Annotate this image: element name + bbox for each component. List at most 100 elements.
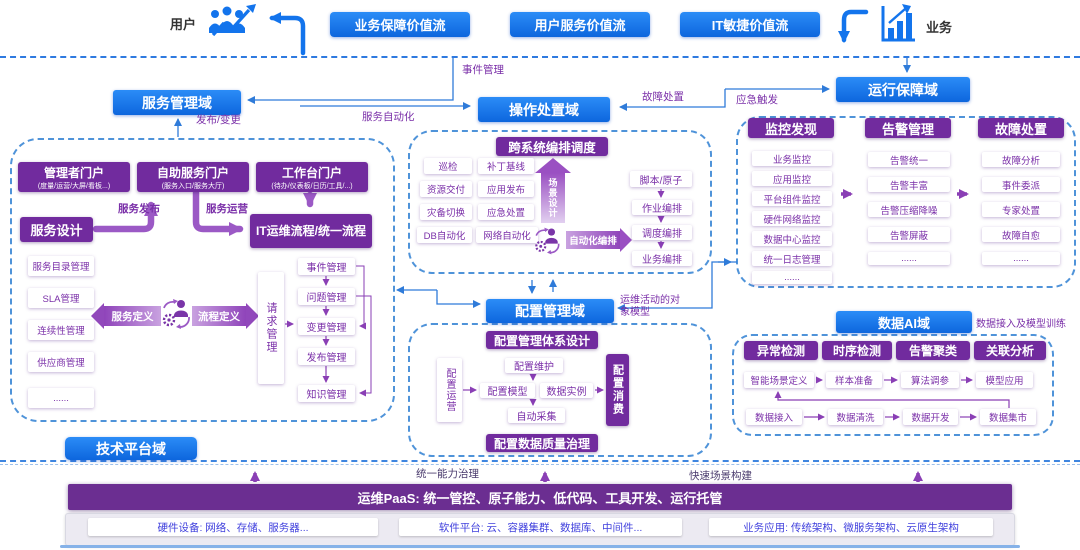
domain-tech-platform[interactable]: 技术平台域 <box>65 437 197 460</box>
dataai-header: 时序检测 <box>822 341 892 360</box>
portal-manager-title: 管理者门户 <box>43 166 104 180</box>
dataai-flow2-item: 数据集市 <box>980 409 1036 425</box>
config-panel <box>408 323 712 457</box>
orch-item: DB自动化 <box>417 227 472 243</box>
domain-config[interactable]: 配置管理域 <box>486 299 614 323</box>
orch-level: 业务编排 <box>632 251 692 266</box>
config-model-box: 配置模型 <box>480 383 535 398</box>
automation-gear-person-icon <box>535 227 560 255</box>
process-gear-person-icon <box>162 299 190 329</box>
value-stream-business[interactable]: 业务保障价值流 <box>330 12 470 37</box>
auto-orchestration-arrowhead <box>620 228 632 252</box>
fault-item: 故障自愈 <box>982 227 1060 242</box>
alarm-item: 告警压缩降噪 <box>868 202 950 217</box>
dataai-flow2-item: 数据开发 <box>903 409 958 425</box>
config-system-design: 配置管理体系设计 <box>486 331 598 349</box>
orch-item: 网络自动化 <box>476 227 538 243</box>
dataai-header: 关联分析 <box>974 341 1046 360</box>
dataai-header: 异常检测 <box>744 341 818 360</box>
domain-service-mgmt[interactable]: 服务管理域 <box>113 90 241 115</box>
domain-assurance[interactable]: 运行保障域 <box>836 77 970 102</box>
dataai-flow2-item: 数据清洗 <box>828 409 883 425</box>
portal-workbench-title: 工作台门户 <box>281 166 342 180</box>
platform-separator-line-2 <box>0 464 1080 465</box>
business-label: 业务 <box>926 20 953 35</box>
dataai-flow1-item: 模型应用 <box>976 372 1033 388</box>
fault-item: ...... <box>982 252 1060 265</box>
portal-manager[interactable]: 管理者门户 (度量/运营/大屏/看板...) <box>18 162 130 192</box>
assurance-panel <box>736 116 1076 288</box>
service-definition-arrowhead <box>91 303 104 329</box>
monitor-item: 应用监控 <box>752 171 832 186</box>
orch-item: 资源交付 <box>420 181 472 197</box>
orch-item: 灾备切换 <box>420 204 472 220</box>
monitor-item: 统一日志管理 <box>752 251 832 266</box>
assurance-col-monitor: 监控发现 <box>748 118 834 138</box>
request-mgmt-box: 请求管理 <box>258 272 284 384</box>
dataai-flow1-item: 算法调参 <box>901 372 959 388</box>
bottom-accent-strip <box>60 545 1020 548</box>
fault-item: 专家处置 <box>982 202 1060 217</box>
label-data-access-training: 数据接入及模型训练 <box>976 319 1066 330</box>
config-maintain-box: 配置维护 <box>505 358 563 373</box>
bar-chart-icon <box>881 4 915 42</box>
config-instance-box: 数据实例 <box>540 383 593 398</box>
alarm-item: 告警屏蔽 <box>868 227 950 242</box>
it-process-box: IT运维流程/统一流程 <box>250 214 372 248</box>
dataai-flow1-item: 样本准备 <box>826 372 882 388</box>
domain-data-ai[interactable]: 数据AI域 <box>836 311 972 333</box>
service-design-box: 服务设计 <box>20 217 93 242</box>
design-item: 连续性管理 <box>28 320 94 340</box>
data-ai-panel <box>732 334 1054 436</box>
monitor-item: 平台组件监控 <box>752 191 832 206</box>
config-quality-governance: 配置数据质量治理 <box>486 434 598 452</box>
alarm-item: 告警丰富 <box>868 177 950 192</box>
user-label: 用户 <box>170 17 197 32</box>
orch-level: 脚本/原子 <box>630 171 692 187</box>
orch-item: 补丁基线 <box>478 158 534 174</box>
design-item: ...... <box>28 388 94 408</box>
process-item: 问题管理 <box>298 288 355 305</box>
process-definition-arrowhead <box>246 303 259 329</box>
label-fault-handling: 故障处置 <box>642 91 684 103</box>
orchestration-panel <box>408 130 712 274</box>
top-separator-line <box>0 56 1080 58</box>
portal-manager-subtitle: (度量/运营/大屏/看板...) <box>37 183 111 190</box>
process-item: 变更管理 <box>298 318 355 335</box>
label-service-automation: 服务自动化 <box>362 111 415 123</box>
config-operation-box: 配置运营 <box>437 358 462 422</box>
auto-orchestration-arrow: 自动化编排 <box>566 231 620 249</box>
monitor-item: 数据中心监控 <box>752 231 832 246</box>
design-item: 服务目录管理 <box>28 256 94 276</box>
service-mgmt-panel <box>10 138 395 422</box>
portal-self-service[interactable]: 自助服务门户 (服务入口/服务大厅) <box>137 162 249 192</box>
orchestration-title: 跨系统编排调度 <box>496 137 608 156</box>
process-item: 事件管理 <box>298 258 355 275</box>
monitor-item: 硬件网络监控 <box>752 211 832 226</box>
fault-item: 事件委派 <box>982 177 1060 192</box>
orch-level: 作业编排 <box>632 200 692 215</box>
orch-item: 巡检 <box>424 158 472 174</box>
label-unified-capability: 统一能力治理 <box>416 468 479 480</box>
process-item: 发布管理 <box>298 348 355 365</box>
alarm-item: ...... <box>868 252 950 265</box>
scene-design-arrowhead <box>535 158 571 173</box>
value-stream-user-service[interactable]: 用户服务价值流 <box>510 12 650 37</box>
platform-separator-line <box>0 460 1080 462</box>
monitor-item: ...... <box>752 271 832 284</box>
assurance-col-fault: 故障处置 <box>978 118 1064 138</box>
infra-hardware: 硬件设备: 网络、存储、服务器... <box>88 518 378 536</box>
label-service-operation: 服务运营 <box>206 203 248 215</box>
value-stream-it-agile[interactable]: IT敏捷价值流 <box>680 12 820 37</box>
portal-workbench[interactable]: 工作台门户 (待办/仪表板/日历/工具/...) <box>256 162 368 192</box>
domain-operation[interactable]: 操作处置域 <box>478 97 610 122</box>
service-definition-arrow: 服务定义 <box>104 306 161 326</box>
label-event-mgmt: 事件管理 <box>462 64 504 76</box>
portal-self-service-title: 自助服务门户 <box>156 166 229 180</box>
monitor-item: 业务监控 <box>752 151 832 166</box>
alarm-item: 告警统一 <box>868 152 950 167</box>
orch-level: 调度编排 <box>632 225 692 240</box>
label-om-object-model: 运维活动的对象模型 <box>620 295 680 318</box>
infra-business-app: 业务应用: 传统架构、微服务架构、云原生架构 <box>709 518 993 536</box>
